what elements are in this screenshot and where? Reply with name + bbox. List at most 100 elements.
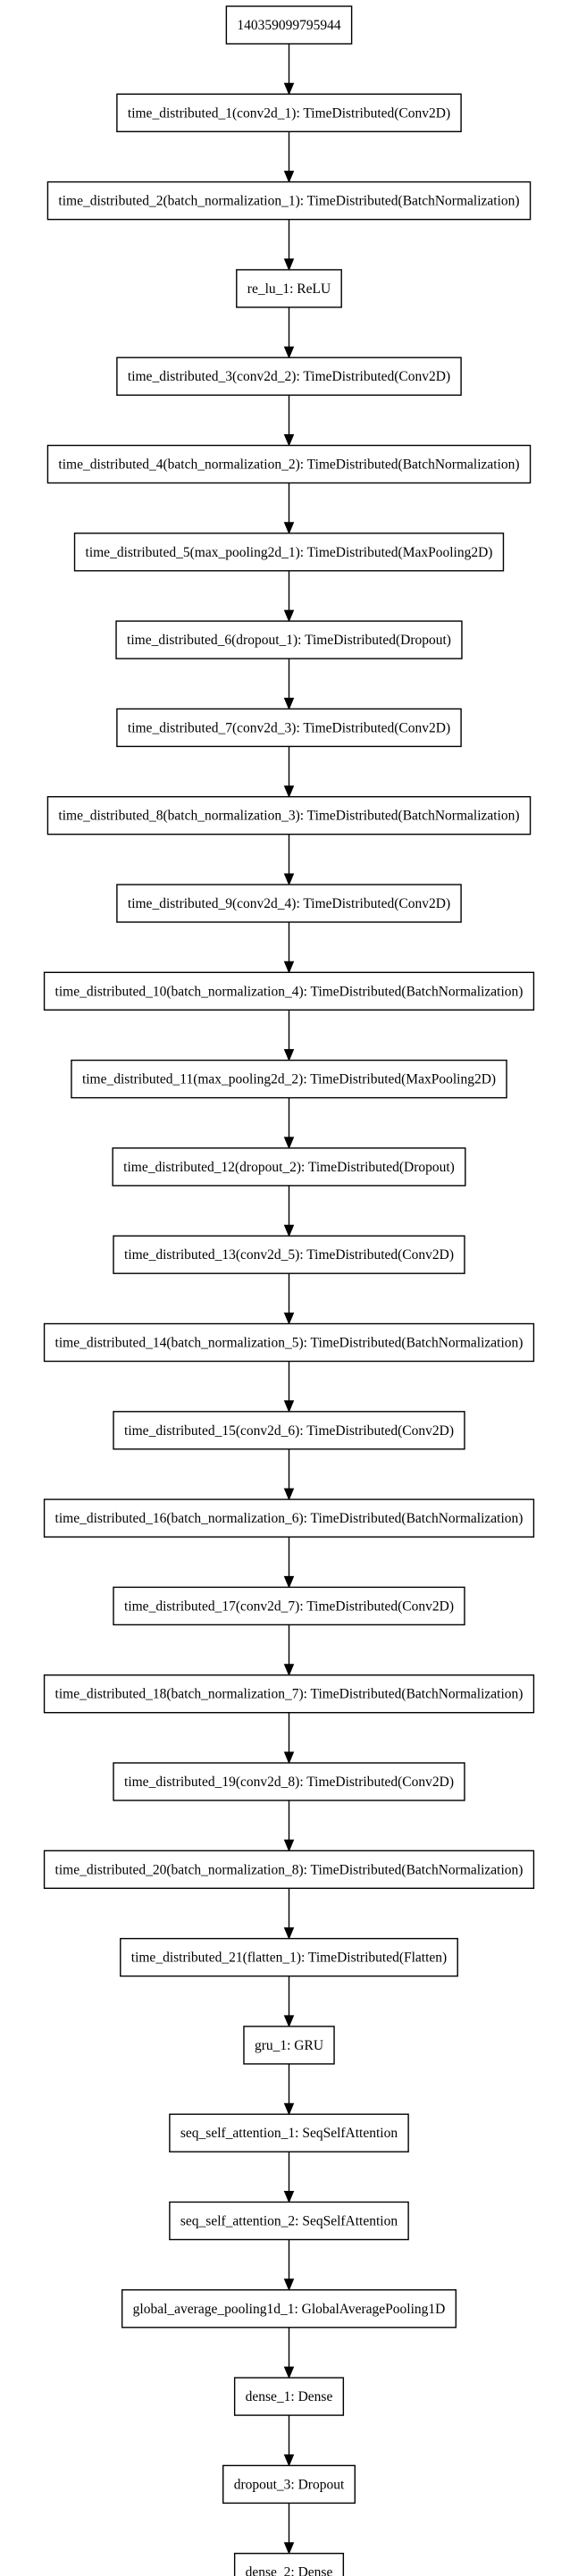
arrowhead-icon (283, 873, 295, 886)
node-td11: time_distributed_11(max_pooling2d_2): Ti… (71, 1059, 507, 1099)
node-label: time_distributed_17(conv2d_7): TimeDistr… (124, 1598, 454, 1614)
node-box (233, 2377, 345, 2416)
node-box (116, 884, 462, 923)
node-label: time_distributed_13(conv2d_5): TimeDistr… (124, 1247, 454, 1263)
node-label: time_distributed_11(max_pooling2d_2): Ti… (82, 1072, 496, 1087)
node-td9: time_distributed_9(conv2d_4): TimeDistri… (116, 884, 462, 923)
node-td15: time_distributed_15(conv2d_6): TimeDistr… (113, 1411, 465, 1450)
node-box (121, 2289, 457, 2328)
arrowhead-icon (283, 434, 295, 447)
node-label: time_distributed_6(dropout_1): TimeDistr… (127, 633, 451, 648)
node-box (115, 620, 463, 659)
arrowhead-icon (283, 609, 295, 623)
node-box (116, 357, 462, 396)
node-box (243, 2026, 335, 2065)
arrowhead-icon (283, 171, 295, 183)
node-box (169, 2113, 409, 2152)
arrowhead-icon (283, 258, 295, 272)
node-td3: time_distributed_3(conv2d_2): TimeDistri… (116, 357, 462, 396)
node-box (71, 1059, 507, 1099)
node-label: time_distributed_2(batch_normalization_1… (58, 194, 519, 209)
node-td17: time_distributed_17(conv2d_7): TimeDistr… (113, 1586, 465, 1626)
node-label: time_distributed_14(batch_normalization_… (55, 1336, 524, 1351)
node-label: time_distributed_19(conv2d_8): TimeDistr… (124, 1775, 454, 1790)
node-label: time_distributed_15(conv2d_6): TimeDistr… (124, 1423, 454, 1439)
node-td2: time_distributed_2(batch_normalization_1… (46, 180, 532, 221)
node-label: time_distributed_12(dropout_2): TimeDist… (123, 1160, 455, 1175)
arrowhead-icon (283, 2542, 295, 2555)
node-dropout3: dropout_3: Dropout (222, 2464, 356, 2505)
node-box (222, 2464, 356, 2505)
node-label: time_distributed_21(flatten_1): TimeDist… (131, 1951, 447, 1966)
node-box (169, 2201, 409, 2241)
node-label: seq_self_attention_2: SeqSelfAttention (180, 2214, 398, 2229)
edges-layer (283, 44, 295, 2555)
node-td10: time_distributed_10(batch_normalization_… (43, 971, 535, 1011)
node-td16: time_distributed_16(batch_normalization_… (43, 1498, 535, 1538)
arrowhead-icon (283, 1224, 295, 1238)
arrowhead-icon (283, 82, 295, 96)
node-label: dropout_3: Dropout (234, 2477, 345, 2492)
node-box (113, 1762, 465, 1801)
node-box (116, 708, 462, 748)
arrowhead-icon (283, 2102, 295, 2116)
node-td6: time_distributed_6(dropout_1): TimeDistr… (115, 620, 463, 659)
node-label: time_distributed_5(max_pooling2d_1): Tim… (86, 545, 493, 560)
node-box (113, 1586, 465, 1626)
node-label: time_distributed_10(batch_normalization_… (55, 984, 524, 999)
arrowhead-icon (283, 1488, 295, 1501)
node-td13: time_distributed_13(conv2d_5): TimeDistr… (113, 1235, 465, 1274)
arrowhead-icon (283, 2454, 295, 2467)
node-label: time_distributed_8(batch_normalization_3… (58, 809, 519, 824)
node-td4: time_distributed_4(batch_normalization_2… (46, 444, 532, 484)
arrowhead-icon (283, 1927, 295, 1940)
node-box (43, 971, 535, 1011)
arrowhead-icon (283, 1664, 295, 1676)
node-td14: time_distributed_14(batch_normalization_… (43, 1322, 535, 1363)
node-box (120, 1937, 458, 1977)
node-label: time_distributed_18(batch_normalization_… (55, 1687, 524, 1702)
arrowhead-icon (283, 1137, 295, 1150)
node-label: seq_self_attention_1: SeqSelfAttention (180, 2126, 398, 2141)
arrowhead-icon (283, 697, 295, 710)
node-gap1: global_average_pooling1d_1: GlobalAverag… (121, 2289, 457, 2328)
node-dense2: dense_2: Dense (233, 2552, 345, 2576)
node-box (225, 5, 353, 45)
arrowhead-icon (283, 2366, 295, 2379)
arrowhead-icon (283, 1049, 295, 1061)
node-box (46, 444, 532, 484)
node-td19: time_distributed_19(conv2d_8): TimeDistr… (113, 1762, 465, 1801)
arrowhead-icon (283, 1400, 295, 1414)
node-label: time_distributed_4(batch_normalization_2… (58, 457, 519, 473)
node-label: dense_1: Dense (246, 2389, 333, 2404)
node-td8: time_distributed_8(batch_normalization_3… (46, 796, 532, 835)
arrowhead-icon (283, 1313, 295, 1325)
nodes-layer: 140359099795944 time_distributed_1(conv2d… (43, 5, 535, 2576)
node-label: gru_1: GRU (255, 2038, 323, 2053)
arrowhead-icon (283, 961, 295, 974)
node-box (236, 269, 342, 308)
node-td5: time_distributed_5(max_pooling2d_1): Tim… (73, 533, 505, 572)
arrowhead-icon (283, 1751, 295, 1765)
node-input: 140359099795944 (225, 5, 353, 45)
node-label: re_lu_1: ReLU (247, 281, 331, 297)
arrowhead-icon (283, 785, 295, 799)
node-ssa1: seq_self_attention_1: SeqSelfAttention (169, 2113, 409, 2152)
node-td12: time_distributed_12(dropout_2): TimeDist… (112, 1147, 466, 1187)
arrowhead-icon (283, 2015, 295, 2028)
node-label: dense_2: Dense (246, 2565, 333, 2576)
arrowhead-icon (283, 2278, 295, 2292)
node-td21: time_distributed_21(flatten_1): TimeDist… (120, 1937, 458, 1977)
node-box (46, 180, 532, 221)
node-label: time_distributed_16(batch_normalization_… (55, 1511, 524, 1526)
node-dense1: dense_1: Dense (233, 2377, 345, 2416)
node-label: time_distributed_20(batch_normalization_… (55, 1862, 524, 1877)
node-td18: time_distributed_18(batch_normalization_… (43, 1674, 535, 1714)
node-td7: time_distributed_7(conv2d_3): TimeDistri… (116, 708, 462, 748)
arrowhead-icon (283, 346, 295, 359)
arrowhead-icon (283, 1575, 295, 1589)
node-label: global_average_pooling1d_1: GlobalAverag… (133, 2302, 446, 2317)
node-box (46, 796, 532, 835)
node-td1: time_distributed_1(conv2d_1): TimeDistri… (116, 93, 462, 133)
